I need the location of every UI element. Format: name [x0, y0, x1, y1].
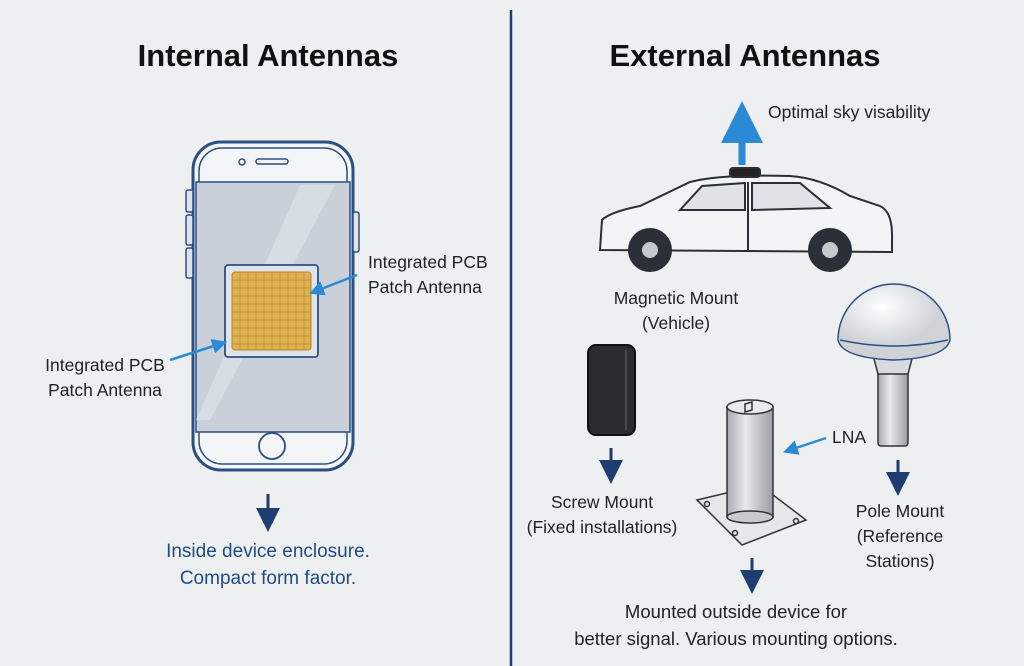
- patch-label-left-line2: Patch Antenna: [48, 380, 162, 400]
- lna-arrow: [782, 436, 827, 455]
- screw-mount-label: Screw Mount (Fixed installations): [510, 490, 694, 540]
- pole-mount-line1: Pole Mount: [855, 501, 945, 521]
- callout-arrow-right: [309, 273, 358, 296]
- phone-illustration: [185, 140, 360, 472]
- screw-mount-line2: (Fixed installations): [526, 517, 678, 537]
- patch-label-right-line2: Patch Antenna: [368, 277, 482, 297]
- patch-label-left: Integrated PCB Patch Antenna: [30, 353, 180, 403]
- callout-arrow-left: [169, 339, 228, 362]
- screw-mount-line1: Screw Mount: [550, 492, 654, 512]
- internal-summary-line1: Inside device enclosure.: [166, 541, 370, 562]
- sky-label: Optimal sky visability: [768, 102, 931, 122]
- pole-mount-line3: Stations): [865, 551, 935, 571]
- magnetic-mount-label: Magnetic Mount (Vehicle): [576, 286, 776, 336]
- lna-mount-antenna-illustration: [695, 399, 808, 546]
- pole-mount-label: Pole Mount (Reference Stations): [830, 499, 970, 574]
- patch-label-right: Integrated PCB Patch Antenna: [368, 250, 488, 300]
- pole-mount-line2: (Reference: [856, 526, 944, 546]
- screw-mount-antenna-illustration: [587, 344, 636, 436]
- magnetic-mount-line1: Magnetic Mount: [613, 288, 739, 308]
- external-summary-line1: Mounted outside device for: [624, 601, 848, 622]
- lna-label: LNA: [832, 427, 867, 447]
- external-title: External Antennas: [609, 38, 881, 73]
- magnetic-mount-line2: (Vehicle): [641, 313, 711, 333]
- internal-title: Internal Antennas: [137, 38, 399, 73]
- external-summary-line2: better signal. Various mounting options.: [574, 628, 898, 649]
- internal-summary-line2: Compact form factor.: [179, 568, 357, 589]
- patch-label-right-line1: Integrated PCB: [368, 252, 488, 272]
- external-summary: Mounted outside device for better signal…: [516, 598, 956, 652]
- internal-summary: Inside device enclosure. Compact form fa…: [118, 538, 418, 592]
- patch-label-left-line1: Integrated PCB: [45, 355, 165, 375]
- car-illustration: [598, 167, 894, 272]
- pole-mount-antenna-illustration: [837, 283, 951, 447]
